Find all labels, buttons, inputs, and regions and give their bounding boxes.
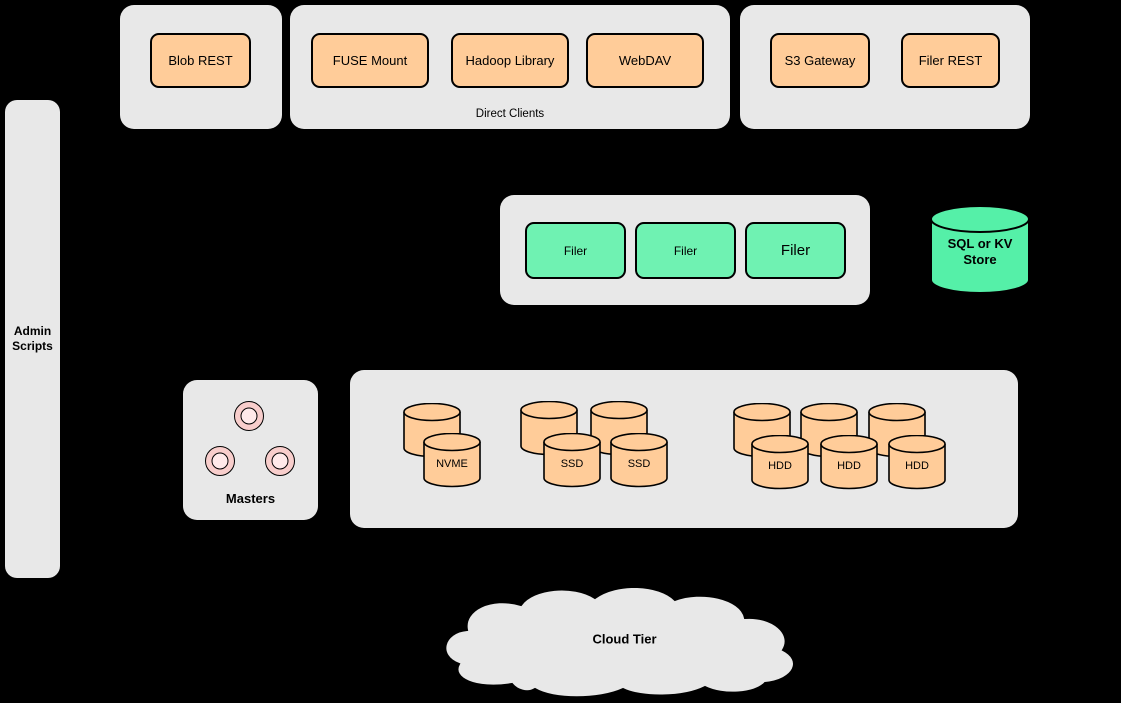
hdd-label: HDD [768,459,792,472]
master-node-inner-icon [240,407,258,425]
node-filer-2-label: Filer [673,243,698,258]
node-filer-3: Filer [745,222,846,279]
master-node-inner-icon [271,452,289,470]
node-blob-rest-label: Blob REST [168,53,233,68]
hdd-disk-cylinder-icon: HDD [888,435,946,490]
masters-label: Masters [225,491,276,506]
master-node-icon [234,401,264,431]
hdd-label: HDD [905,459,929,472]
master-node-inner-icon [211,452,229,470]
nvme-disk-cylinder-icon: NVME [423,433,481,488]
master-node-icon [265,446,295,476]
node-filer-1: Filer [525,222,626,279]
disk-cylinder-icon [520,401,578,456]
gateway-group: S3 Gateway Filer REST [740,5,1030,129]
node-filer-rest-label: Filer REST [918,53,983,68]
sql-kv-store-label: SQL or KV Store [947,235,1013,267]
master-node-icon [205,446,235,476]
blob-client-group: Blob REST [120,5,282,129]
node-filer-rest: Filer REST [901,33,1000,88]
node-filer-1-label: Filer [563,243,588,258]
cloud-icon [444,586,795,699]
hdd-disk-cylinder-icon: HDD [820,435,878,490]
node-s3-gateway-label: S3 Gateway [784,53,856,68]
admin-scripts-bar: Admin Scripts [5,100,60,578]
direct-clients-group: FUSE Mount Hadoop Library WebDAV Direct … [290,5,730,129]
cloud-tier-label: Cloud Tier [592,631,657,647]
node-filer-2: Filer [635,222,736,279]
node-hadoop-library: Hadoop Library [451,33,569,88]
ssd-disk-cylinder-icon: SSD [543,433,601,488]
direct-clients-caption: Direct Clients [475,108,545,120]
cloud-tier-shape: Cloud Tier [437,586,812,699]
node-fuse-mount: FUSE Mount [311,33,429,88]
volume-servers-group: NVME SSD SSD [350,370,1018,528]
node-filer-3-label: Filer [780,242,811,259]
ssd-label: SSD [627,457,651,470]
node-blob-rest: Blob REST [150,33,251,88]
hdd-label: HDD [837,459,861,472]
node-webdav: WebDAV [586,33,704,88]
filer-group: Filer Filer Filer [500,195,870,305]
node-webdav-label: WebDAV [618,53,672,68]
ssd-disk-cylinder-icon: SSD [610,433,668,488]
hdd-disk-cylinder-icon: HDD [751,435,809,490]
ssd-label: SSD [560,457,584,470]
nvme-label: NVME [436,457,468,470]
sql-kv-store-cylinder-icon: SQL or KV Store [930,205,1030,295]
admin-scripts-label: Admin Scripts [12,324,53,353]
node-fuse-mount-label: FUSE Mount [332,53,408,68]
node-hadoop-library-label: Hadoop Library [465,53,555,68]
node-s3-gateway: S3 Gateway [770,33,870,88]
masters-group: Masters [183,380,318,520]
